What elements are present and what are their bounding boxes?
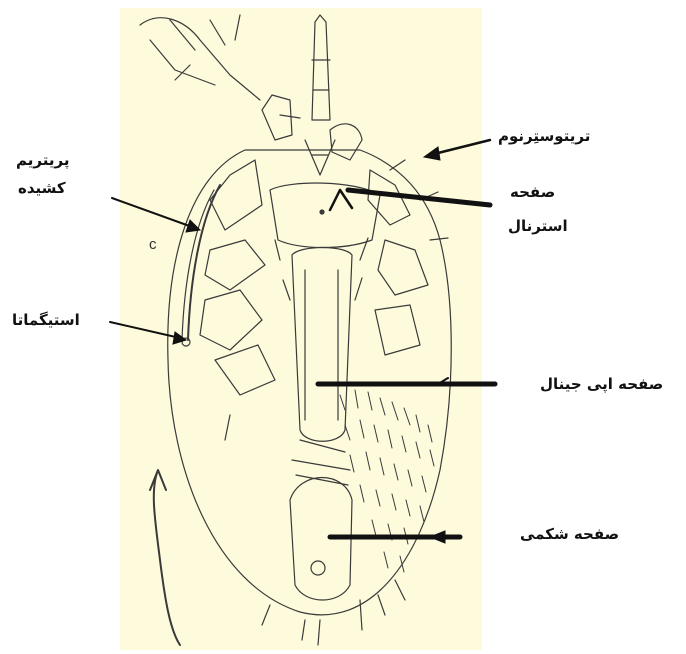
panel-letter: c bbox=[149, 236, 157, 253]
background-plate bbox=[120, 8, 482, 650]
label-peritreme-line2: کشیده bbox=[18, 176, 66, 200]
label-ventral-plate: صفحه شکمی bbox=[520, 522, 619, 546]
label-sternal-plate-line2: استرنال bbox=[508, 214, 568, 238]
label-sternal-plate-line1: صفحه bbox=[510, 180, 555, 204]
label-tritosternum: تریتوستِرنوم bbox=[498, 124, 590, 148]
label-stigmata: استیگماتا bbox=[12, 308, 80, 332]
label-epigynal-plate: صفحه اپی جینال bbox=[540, 372, 663, 396]
label-peritreme-line1: پریتریم bbox=[16, 148, 69, 172]
